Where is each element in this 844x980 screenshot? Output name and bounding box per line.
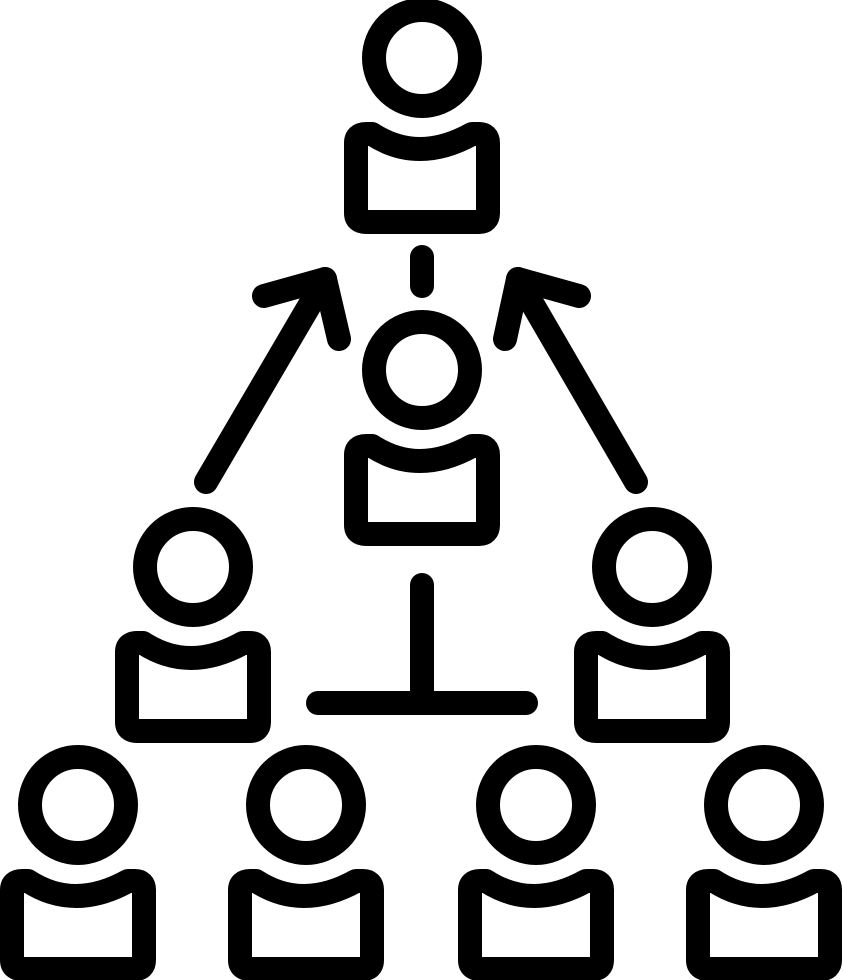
person-bottom-1-icon — [12, 757, 144, 969]
person-bottom-3-icon — [470, 757, 602, 969]
person-bottom-2-icon — [240, 757, 372, 969]
right-arrow-icon — [493, 267, 648, 494]
person-middle-left-icon — [127, 519, 259, 731]
person-center-icon — [356, 322, 488, 534]
person-middle-right-icon — [586, 519, 718, 731]
left-arrow-icon — [194, 267, 351, 494]
person-bottom-4-icon — [698, 757, 830, 969]
person-top-icon — [356, 10, 488, 222]
